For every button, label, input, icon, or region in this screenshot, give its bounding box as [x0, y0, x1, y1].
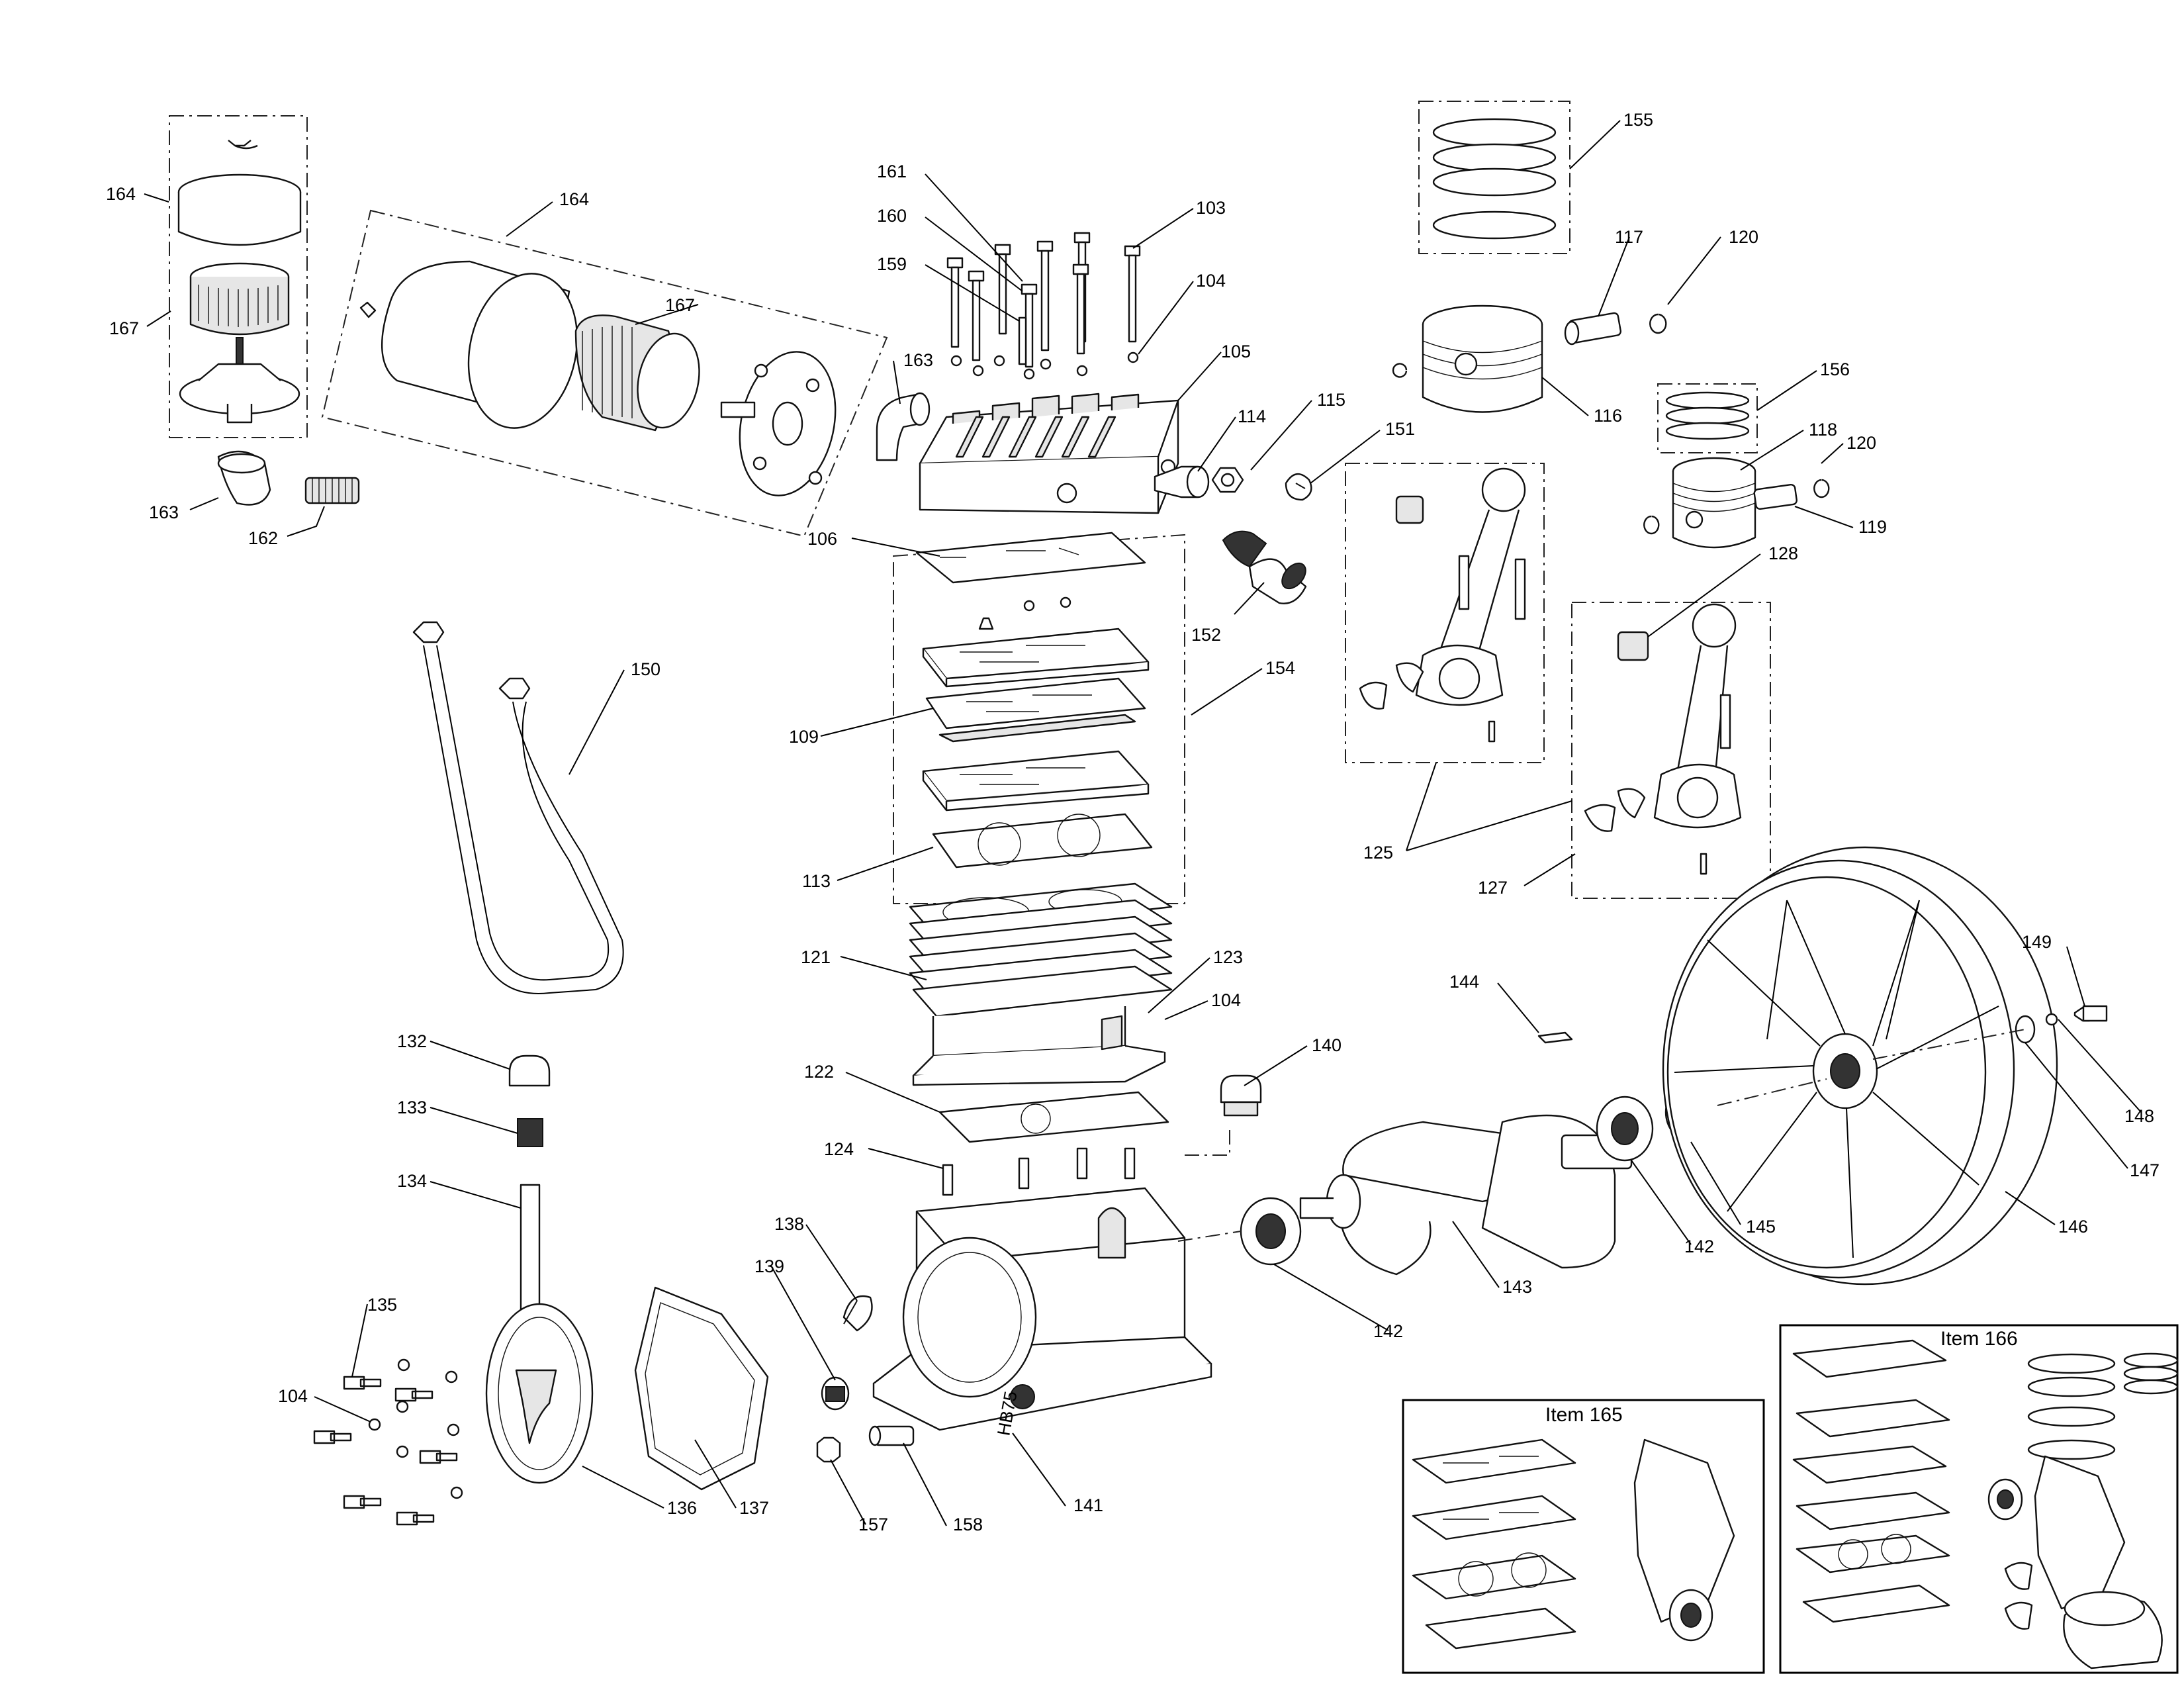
- label-157: 157: [858, 1515, 888, 1534]
- label-147: 147: [2130, 1160, 2160, 1180]
- label-123: 123: [1213, 947, 1243, 967]
- piston-small: [1643, 457, 1830, 549]
- label-141: 141: [1073, 1495, 1103, 1515]
- elbow-and-nipple-small: [217, 450, 360, 506]
- label-142: 142: [1373, 1321, 1403, 1341]
- dipstick-assembly: [508, 1055, 551, 1312]
- kit-item-166: [1779, 1324, 2179, 1674]
- label-152: 152: [1191, 625, 1221, 645]
- label-142: 142: [1684, 1237, 1714, 1256]
- label-148: 148: [2124, 1106, 2154, 1126]
- label-105: 105: [1221, 342, 1251, 361]
- head-bolts: [946, 232, 1141, 380]
- label-164: 164: [559, 189, 589, 209]
- cylinder-gasket: [938, 1091, 1169, 1143]
- label-122: 122: [804, 1062, 834, 1082]
- part-labels: 164 167 163 162 164 167 161 160 159 103 …: [106, 110, 2160, 1534]
- label-154: 154: [1265, 658, 1295, 678]
- flywheel-pulley: [1662, 846, 2058, 1286]
- label-133: 133: [397, 1098, 427, 1117]
- label-167: 167: [665, 295, 695, 315]
- label-162: 162: [248, 528, 278, 548]
- label-121: 121: [801, 947, 831, 967]
- label-109: 109: [789, 727, 819, 747]
- label-104: 104: [1211, 990, 1241, 1010]
- breather-cap: [1220, 1074, 1262, 1117]
- label-104: 104: [278, 1386, 308, 1406]
- label-137: 137: [739, 1498, 769, 1518]
- label-104: 104: [1196, 271, 1226, 291]
- valve-plate-stack: [893, 532, 1185, 904]
- piston-rings-large: [1418, 101, 1570, 254]
- label-164: 164: [106, 184, 136, 204]
- label-116: 116: [1594, 406, 1622, 426]
- label-149: 149: [2022, 932, 2052, 952]
- connecting-rod-assembly-2: [1571, 602, 1771, 899]
- label-156: 156: [1820, 359, 1850, 379]
- label-134: 134: [397, 1171, 427, 1191]
- label-128: 128: [1768, 543, 1798, 563]
- label-150: 150: [631, 659, 660, 679]
- label-132: 132: [397, 1031, 427, 1051]
- cylinder-block: [909, 882, 1173, 1086]
- label-115: 115: [1317, 390, 1345, 410]
- leader-lines: [144, 120, 2142, 1526]
- end-cover: [313, 1303, 594, 1526]
- piston-rings-small: [1657, 383, 1758, 453]
- label-143: 143: [1502, 1277, 1532, 1297]
- label-103: 103: [1196, 198, 1226, 218]
- label-167: 167: [109, 318, 139, 338]
- kit-item-165: [1402, 1399, 1765, 1674]
- elbow-163: [876, 392, 931, 461]
- shaft-key: [1537, 1031, 1573, 1044]
- transfer-tube: [412, 621, 624, 994]
- label-127: 127: [1478, 878, 1508, 898]
- head-fittings: [1154, 465, 1312, 501]
- end-cover-gasket: [634, 1286, 769, 1491]
- label-163: 163: [149, 502, 179, 522]
- flywheel-fasteners: [2015, 1005, 2108, 1044]
- label-144: 144: [1449, 972, 1479, 992]
- crankcase-fittings: [816, 1295, 915, 1463]
- label-106: 106: [807, 529, 837, 549]
- connecting-rod-assembly-1: [1345, 463, 1545, 763]
- label-135: 135: [367, 1295, 397, 1315]
- elbow-152: [1222, 530, 1307, 604]
- label-139: 139: [754, 1256, 784, 1276]
- kit-165-label: Item 165: [1545, 1404, 1623, 1426]
- label-138: 138: [774, 1214, 804, 1234]
- label-146: 146: [2058, 1217, 2088, 1237]
- air-filter-assembly-small: [169, 115, 308, 438]
- label-113: 113: [802, 871, 831, 891]
- label-117: 117: [1615, 227, 1643, 247]
- label-119: 119: [1858, 517, 1887, 537]
- label-160: 160: [877, 206, 907, 226]
- kit-166-label: Item 166: [1940, 1328, 2018, 1350]
- label-125: 125: [1363, 843, 1393, 863]
- label-140: 140: [1312, 1035, 1342, 1055]
- label-158: 158: [953, 1515, 983, 1534]
- label-136: 136: [667, 1498, 697, 1518]
- label-120: 120: [1846, 433, 1876, 453]
- label-118: 118: [1809, 420, 1837, 440]
- piston-large: [1392, 305, 1667, 413]
- label-145: 145: [1746, 1217, 1776, 1237]
- air-filter-assembly-large: [321, 209, 888, 538]
- label-151: 151: [1385, 419, 1415, 439]
- label-159: 159: [877, 254, 907, 274]
- label-161: 161: [877, 162, 907, 181]
- label-114: 114: [1238, 406, 1266, 426]
- label-155: 155: [1623, 110, 1653, 130]
- label-120: 120: [1729, 227, 1758, 247]
- crankcase: [872, 1147, 1212, 1431]
- cylinder-head: [919, 393, 1179, 514]
- label-163: 163: [903, 350, 933, 370]
- label-124: 124: [824, 1139, 854, 1159]
- crankshaft: [1299, 1114, 1633, 1276]
